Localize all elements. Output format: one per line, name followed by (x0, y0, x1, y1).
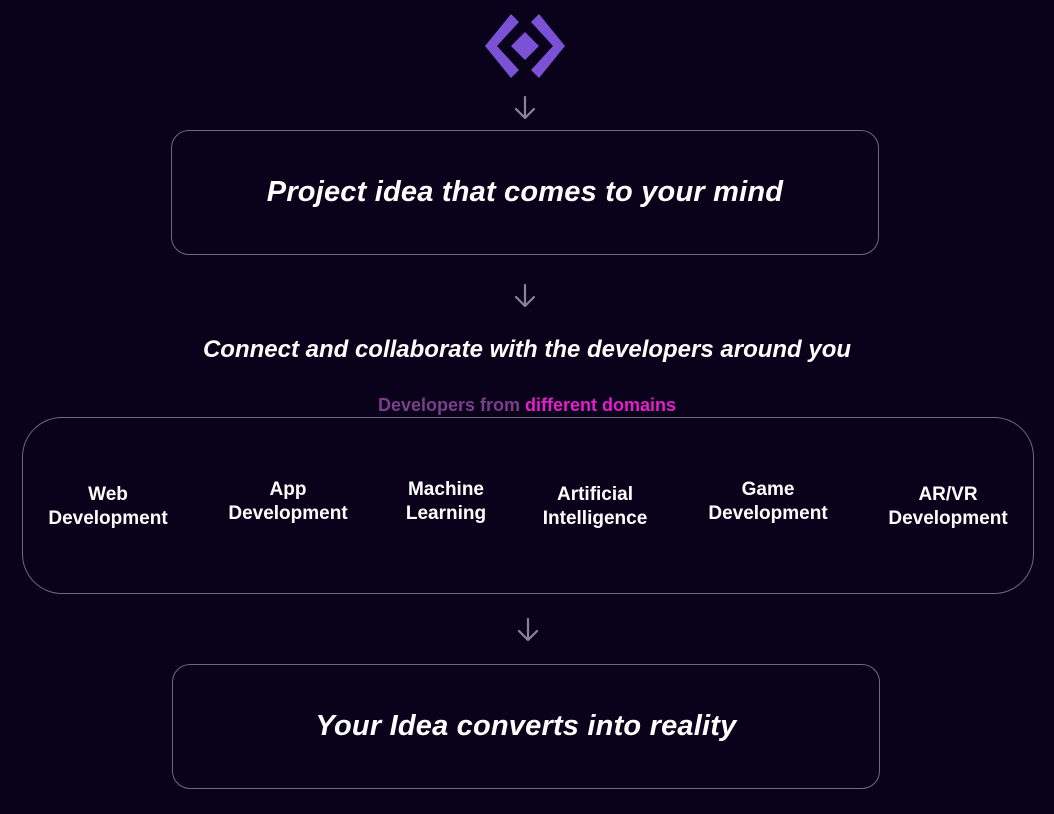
down-arrow-icon (511, 94, 539, 122)
domain-label-line1: App (269, 479, 307, 500)
domain-app-development: App Development (228, 478, 347, 526)
domain-label-line1: Machine (407, 479, 485, 500)
domain-label-line1: Game (741, 479, 795, 500)
domain-artificial-intelligence: Artificial Intelligence (543, 483, 648, 531)
idea-box: Project idea that comes to your mind (171, 130, 879, 255)
domains-box: Web Development App Development Machine … (22, 417, 1034, 594)
domain-machine-learning: Machine Learning (406, 478, 486, 526)
reality-text: Your Idea converts into reality (315, 710, 737, 742)
domain-label-line1: Web (88, 484, 128, 505)
domain-label-line1: AR/VR (918, 484, 978, 505)
domains-caption: Developers from different domains (0, 395, 1054, 416)
domain-label-line2: Intelligence (542, 508, 648, 529)
domain-arvr-development: AR/VR Development (888, 483, 1007, 531)
down-arrow-icon (514, 616, 542, 644)
domain-label-line2: Development (888, 508, 1008, 529)
domain-label-line2: Development (48, 508, 168, 529)
domain-label-line2: Development (228, 503, 348, 524)
domain-label-line1: Artificial (556, 484, 634, 505)
domain-game-development: Game Development (708, 478, 827, 526)
diamond-logo-icon (485, 14, 565, 78)
reality-box: Your Idea converts into reality (172, 664, 880, 789)
idea-text: Project idea that comes to your mind (266, 176, 784, 208)
domains-caption-prefix: Developers from (377, 395, 526, 415)
domain-label-line2: Learning (405, 503, 487, 524)
down-arrow-icon (511, 282, 539, 310)
domain-label-line2: Development (708, 503, 828, 524)
connect-heading: Connect and collaborate with the develop… (202, 336, 852, 363)
domains-caption-highlight: different domains (525, 395, 677, 415)
domain-web-development: Web Development (48, 483, 167, 531)
